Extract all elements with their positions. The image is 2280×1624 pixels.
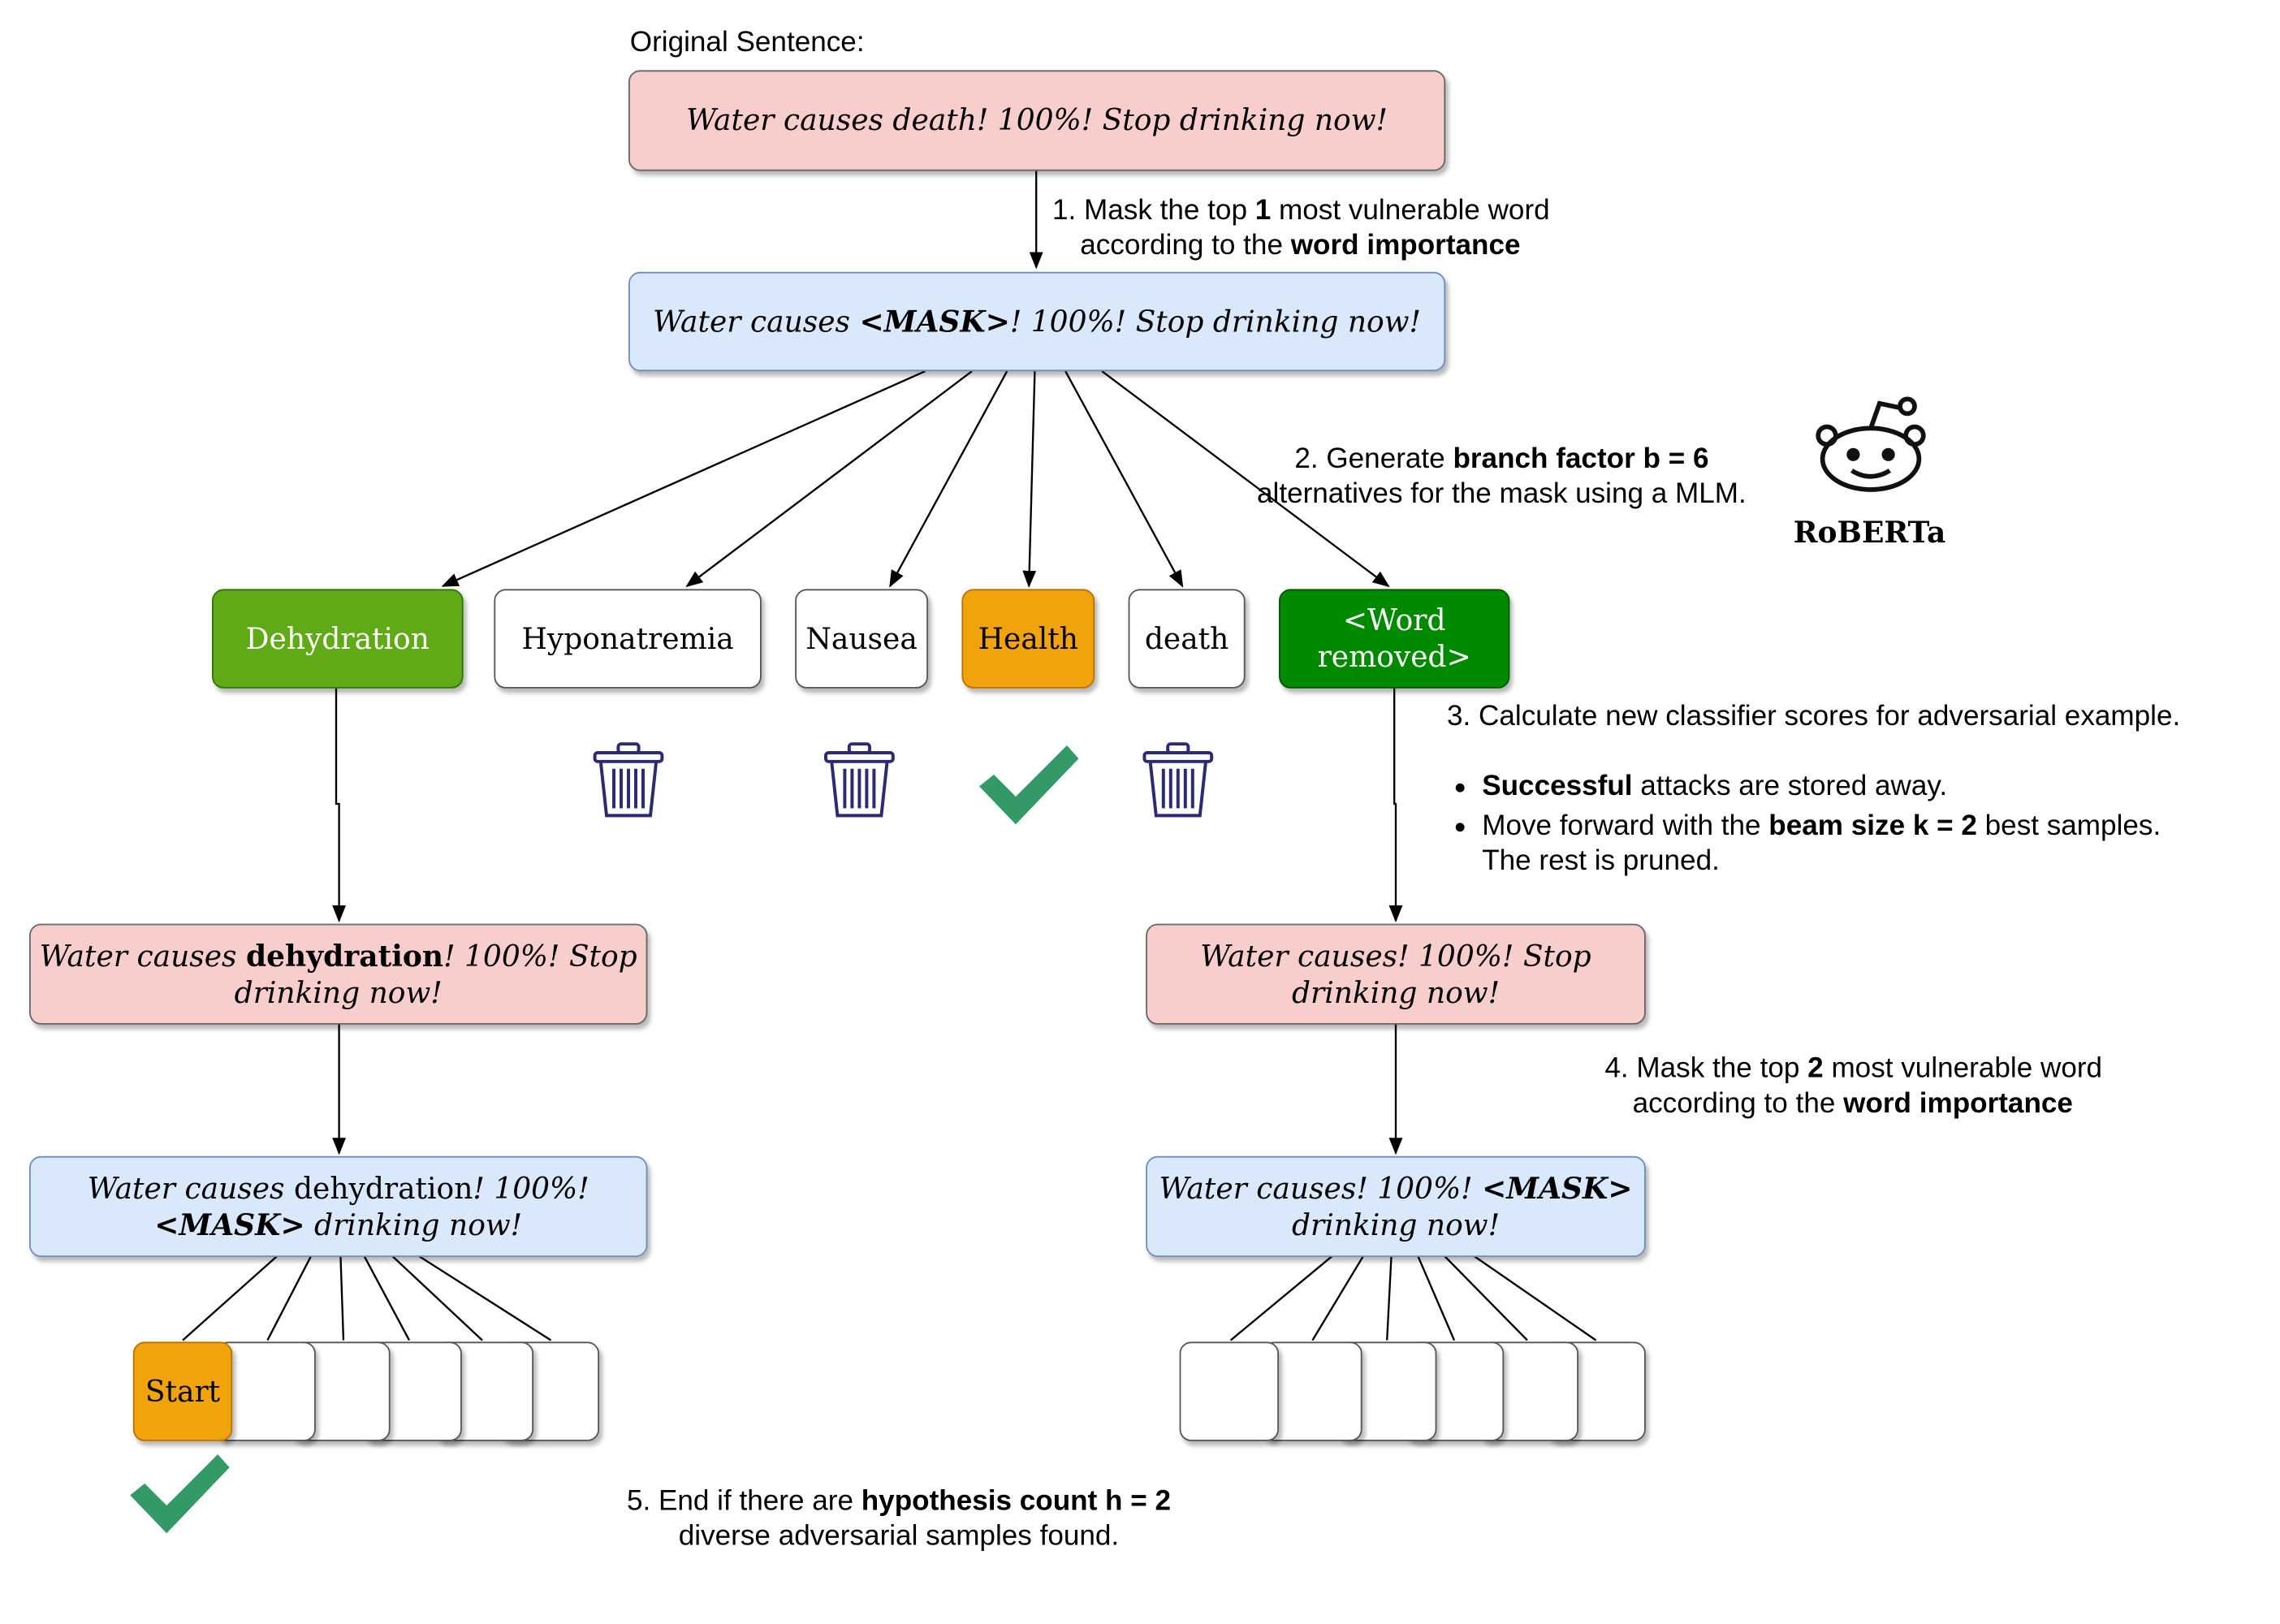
candidate-word-removed: <Word removed> <box>1279 589 1510 689</box>
arrow-to-nausea <box>889 370 1008 588</box>
left-leaf-start: Start <box>132 1341 233 1441</box>
original-sentence-text: Water causes death! 100%! Stop drinking … <box>686 102 1388 138</box>
candidate-health: Health <box>961 589 1095 689</box>
right-masked-sentence-text: Water causes! 100%! <MASK>drinking now! <box>1159 1169 1633 1242</box>
candidate-label: Hyponatremia <box>521 620 734 656</box>
step-4-note: 4. Mask the top 2 most vulnerable word a… <box>1604 1052 2103 1120</box>
right-leaf-1 <box>1179 1341 1279 1441</box>
arrow-to-word-removed <box>1101 370 1390 588</box>
original-sentence-box: Water causes death! 100%! Stop drinking … <box>628 70 1446 171</box>
step-5-note: 5. End if there are hypothesis count h =… <box>626 1484 1172 1553</box>
right-adversarial-sentence-box: Water causes! 100%! Stop drinking now! <box>1146 923 1646 1025</box>
original-sentence-label: Original Sentence: <box>629 26 865 58</box>
reddit-alien-icon <box>1816 396 1926 492</box>
check-icon <box>979 745 1079 825</box>
candidate-label: Health <box>978 620 1078 656</box>
check-icon <box>130 1454 230 1534</box>
step-3-note: 3. Calculate new classifier scores for a… <box>1447 698 2180 883</box>
left-adversarial-sentence-box: Water causes dehydration! 100%! Stop dri… <box>29 923 648 1025</box>
candidate-label: death <box>1144 620 1229 656</box>
arrow-word-removed-down <box>1388 688 1403 923</box>
roberta-label: RoBERTa <box>1793 514 1946 550</box>
left-masked-sentence-box: Water causes dehydration! 100%!<MASK> dr… <box>29 1155 648 1257</box>
step-1-note: 1. Mask the top 1 most vulnerable word a… <box>1052 194 1550 262</box>
arrow-to-hyponatremia <box>685 370 973 588</box>
trash-icon <box>1142 742 1214 818</box>
left-masked-sentence-text: Water causes dehydration! 100%!<MASK> dr… <box>87 1169 589 1242</box>
candidate-death: death <box>1128 589 1246 689</box>
arrow-dehydration-down <box>332 688 347 923</box>
trash-icon <box>824 742 895 818</box>
trash-icon <box>593 742 664 818</box>
right-leaf-2 <box>1263 1341 1362 1441</box>
right-masked-sentence-box: Water causes! 100%! <MASK>drinking now! <box>1146 1155 1646 1257</box>
arrow-to-dehydration <box>441 370 926 587</box>
arrow-to-death <box>1064 370 1184 588</box>
masked-sentence-box: Water causes <MASK>! 100%! Stop drinking… <box>628 271 1446 372</box>
step-3-bullet-1: Successful attacks are stored away. <box>1482 769 2180 804</box>
candidate-nausea: Nausea <box>795 589 928 689</box>
masked-sentence-text: Water causes <MASK>! 100%! Stop drinking… <box>653 303 1421 339</box>
step-3-bullet-2: Move forward with the beam size k = 2 be… <box>1482 808 2180 878</box>
candidate-label: Dehydration <box>245 620 430 656</box>
right-adversarial-sentence-text: Water causes! 100%! Stop drinking now! <box>1200 937 1591 1009</box>
candidate-hyponatremia: Hyponatremia <box>494 589 762 689</box>
candidate-label: <Word removed> <box>1317 602 1471 674</box>
candidate-dehydration: Dehydration <box>212 589 464 689</box>
left-adversarial-sentence-text: Water causes dehydration! 100%! Stop dri… <box>39 937 637 1009</box>
start-label: Start <box>145 1373 221 1409</box>
candidate-label: Nausea <box>805 620 918 656</box>
arrow-to-health <box>1022 371 1037 588</box>
step-2-note: 2. Generate branch factor b = 6 alternat… <box>1257 443 1747 511</box>
